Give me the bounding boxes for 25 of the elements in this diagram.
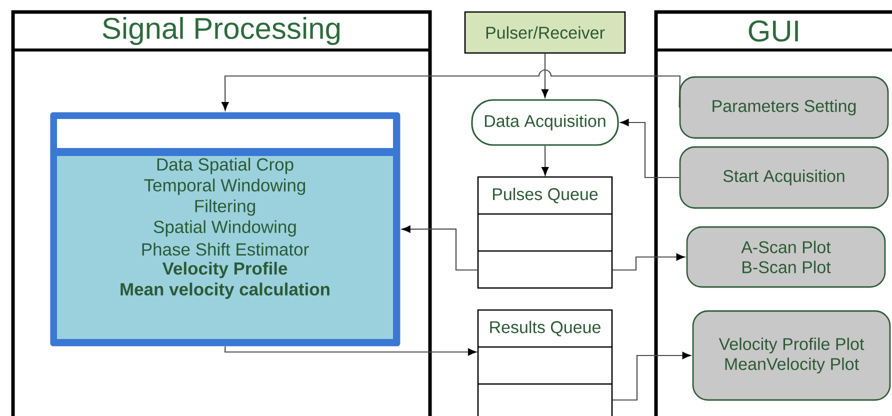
arrow (542, 146, 549, 176)
arrow (612, 352, 691, 401)
arrow (612, 253, 685, 271)
arrow (224, 346, 476, 356)
rounded-box: Start Acquisition (679, 146, 889, 209)
list-item: Filtering (195, 199, 255, 216)
lane-header: GUI (656, 20, 892, 52)
arrow (541, 54, 549, 98)
list-item: Data Spatial Crop (157, 158, 294, 174)
lane-header: Signal Processing (13, 17, 430, 52)
rounded-box: Parameters Setting (679, 76, 889, 139)
list-item: Phase Shift Estimator (142, 242, 309, 256)
list-item: Spatial Windowing (154, 220, 296, 237)
list-item: Temporal Windowing (144, 178, 306, 195)
arrow (402, 226, 478, 271)
queue-box: Pulses Queue (477, 176, 613, 289)
arrow (222, 69, 681, 110)
rounded-box: A-Scan Plot B-Scan Plot (686, 226, 886, 288)
list-item: Mean velocity calculation (120, 282, 330, 299)
list-item: Velocity Profile (162, 262, 288, 278)
arrow (620, 118, 680, 178)
process-box: Pulser/Receiver (464, 11, 626, 54)
rounded-box: Velocity Profile Plot MeanVelocity Plot (692, 310, 891, 401)
rounded-box: Data Acquisition (471, 99, 619, 146)
queue-box: Results Queue (477, 309, 613, 416)
